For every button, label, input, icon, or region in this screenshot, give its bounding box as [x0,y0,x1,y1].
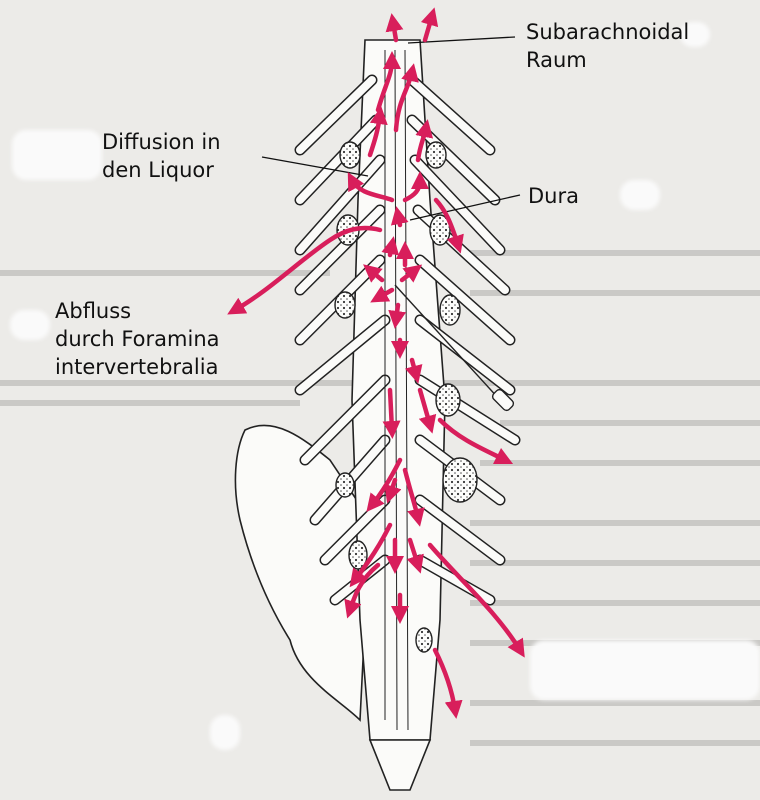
redaction-patch [10,310,50,340]
redaction-patch [12,130,102,180]
label-line: Subarachnoidal [526,18,689,46]
redaction-patch [530,640,760,700]
label-line: intervertebralia [55,353,220,381]
label-line: durch Foramina [55,325,220,353]
label-line: Dura [528,182,579,210]
redaction-patch [620,180,660,210]
sacrum [235,425,370,720]
label-dura: Dura [528,182,579,210]
label-outflow: Abfluss durch Foramina intervertebralia [55,297,220,381]
label-subarachnoid-space: Subarachnoidal Raum [526,18,689,74]
label-diffusion: Diffusion in den Liquor [102,128,221,184]
label-line: den Liquor [102,156,221,184]
label-line: Raum [526,46,689,74]
redaction-patch [210,715,240,750]
label-line: Diffusion in [102,128,221,156]
label-line: Abfluss [55,297,220,325]
